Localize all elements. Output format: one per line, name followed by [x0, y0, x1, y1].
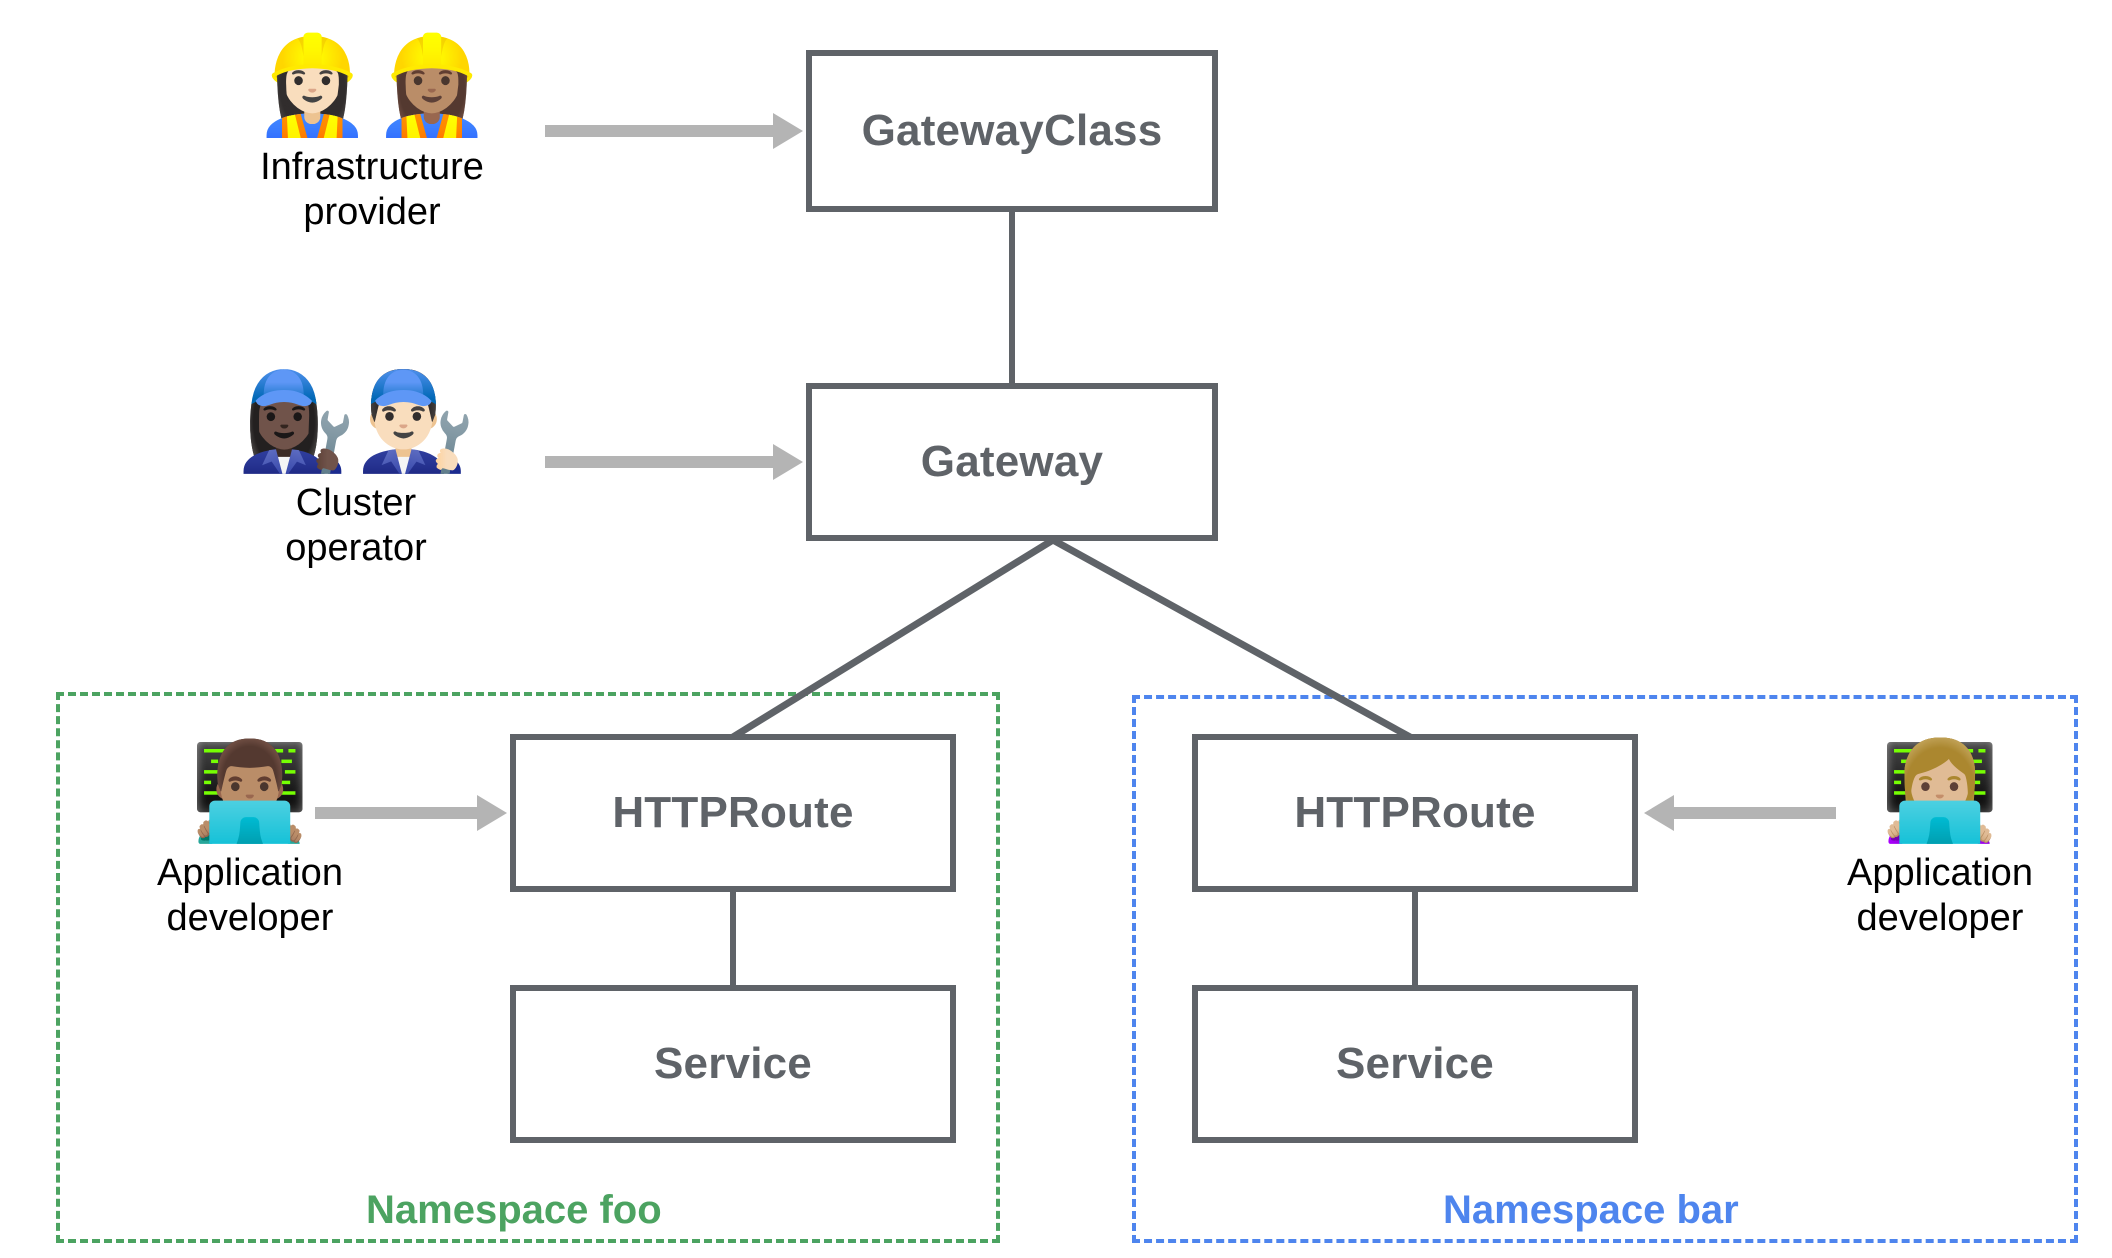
- arrow-shaft: [315, 807, 477, 819]
- arrow-head-right-icon: [773, 444, 803, 480]
- gateway-label: Gateway: [920, 437, 1104, 486]
- actor-infrastructure-provider: 👷🏻‍♀️ 👷🏽‍♀️ Infrastructure provider: [212, 32, 532, 234]
- namespace-container-foo: [56, 692, 1000, 1243]
- namespace-container-bar: [1132, 695, 2078, 1243]
- arrow-application-developer-to-httproute-bar: [1644, 795, 1836, 831]
- man-mechanic-icon: 👨🏻‍🔧: [356, 368, 476, 475]
- namespace-label-bar: Namespace bar: [1443, 1188, 1739, 1232]
- service-label-bar: Service: [1336, 1039, 1494, 1088]
- woman-construction-worker-icon: 👷🏻‍♀️: [252, 32, 372, 139]
- actor-application-developer-foo: 👨🏽‍💻 Application developer: [100, 738, 400, 940]
- application-developer-bar-icons: 👩🏼‍💻: [1880, 738, 2000, 845]
- service-box-bar[interactable]: Service: [1192, 985, 1638, 1143]
- arrow-shaft: [545, 125, 773, 137]
- connector-httproute-to-service-foo: [730, 887, 736, 990]
- woman-technologist-icon: 👩🏼‍💻: [1880, 738, 2000, 845]
- connector-gatewayclass-to-gateway: [1009, 206, 1015, 388]
- httproute-box-bar[interactable]: HTTPRoute: [1192, 734, 1638, 892]
- application-developer-label-foo: Application developer: [157, 851, 343, 939]
- gatewayclass-label: GatewayClass: [861, 106, 1163, 155]
- arrow-application-developer-to-httproute-foo: [315, 795, 507, 831]
- httproute-label-bar: HTTPRoute: [1294, 788, 1536, 837]
- gateway-box[interactable]: Gateway: [806, 383, 1218, 541]
- arrow-head-right-icon: [477, 795, 507, 831]
- application-developer-label-bar: Application developer: [1847, 851, 2033, 939]
- arrow-infrastructure-provider-to-gatewayclass: [545, 113, 803, 149]
- man-technologist-icon: 👨🏽‍💻: [190, 738, 310, 845]
- infrastructure-provider-icons: 👷🏻‍♀️ 👷🏽‍♀️: [252, 32, 492, 139]
- gatewayclass-box[interactable]: GatewayClass: [806, 50, 1218, 212]
- application-developer-foo-icons: 👨🏽‍💻: [190, 738, 310, 845]
- connector-httproute-to-service-bar: [1412, 887, 1418, 990]
- arrow-shaft: [1674, 807, 1836, 819]
- actor-cluster-operator: 👩🏿‍🔧 👨🏻‍🔧 Cluster operator: [196, 368, 516, 570]
- cluster-operator-label: Cluster operator: [285, 481, 427, 569]
- arrow-shaft: [545, 456, 773, 468]
- arrow-head-right-icon: [773, 113, 803, 149]
- service-box-foo[interactable]: Service: [510, 985, 956, 1143]
- infrastructure-provider-label: Infrastructure provider: [260, 145, 484, 233]
- arrow-cluster-operator-to-gateway: [545, 444, 803, 480]
- cluster-operator-icons: 👩🏿‍🔧 👨🏻‍🔧: [236, 368, 476, 475]
- httproute-box-foo[interactable]: HTTPRoute: [510, 734, 956, 892]
- arrow-head-left-icon: [1644, 795, 1674, 831]
- actor-application-developer-bar: 👩🏼‍💻 Application developer: [1790, 738, 2090, 940]
- namespace-label-foo: Namespace foo: [366, 1188, 662, 1232]
- service-label-foo: Service: [654, 1039, 812, 1088]
- woman-mechanic-icon: 👩🏿‍🔧: [236, 368, 356, 475]
- httproute-label-foo: HTTPRoute: [612, 788, 854, 837]
- woman-construction-worker-icon: 👷🏽‍♀️: [372, 32, 492, 139]
